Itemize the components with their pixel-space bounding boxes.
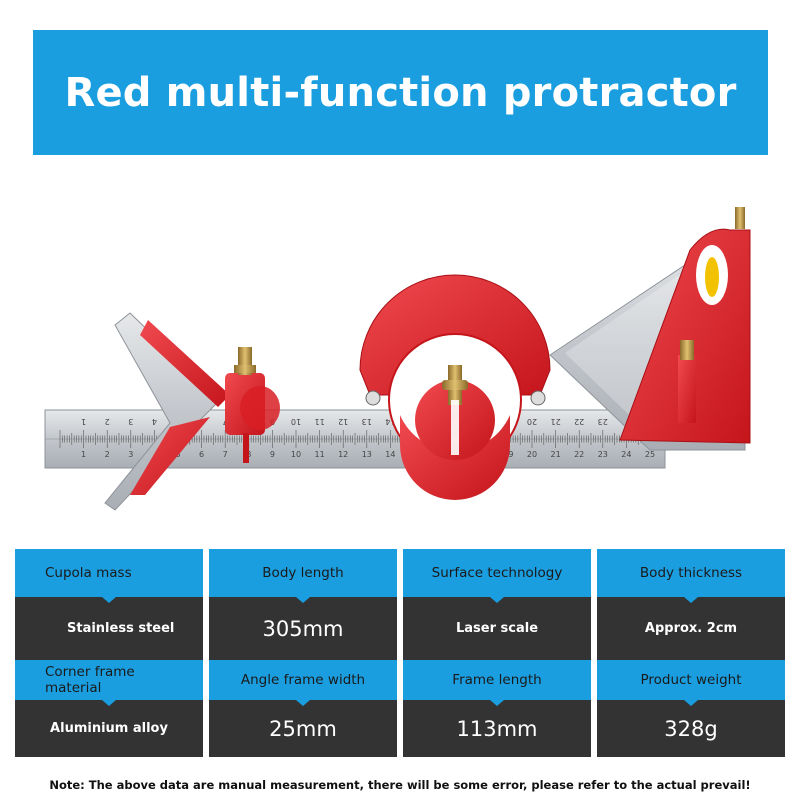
ruler-number: 20: [527, 417, 537, 426]
spec-label: Frame length: [403, 660, 591, 700]
spec-value-text: Approx. 2cm: [644, 621, 738, 636]
spec-value: Approx. 2cm: [597, 597, 785, 660]
spec-label: Surface technology: [403, 549, 591, 597]
spec-value-text: 328g: [664, 716, 718, 741]
ruler-number: 21: [551, 450, 561, 459]
spec-label: Body thickness: [597, 549, 785, 597]
page-title: Red multi-function protractor: [64, 69, 737, 116]
ruler-number: 6: [199, 450, 204, 459]
ruler-number: 14: [385, 417, 395, 426]
spec-value: 328g: [597, 700, 785, 757]
ruler-number: 11: [315, 417, 325, 426]
spec-value-text: Laser scale: [455, 621, 539, 636]
ruler-number: 12: [338, 450, 348, 459]
ruler-number: 10: [291, 450, 301, 459]
ruler-number: 14: [385, 450, 395, 459]
ruler-number: 1: [81, 417, 86, 426]
ruler-number: 13: [362, 417, 372, 426]
spec-value: Aluminium alloy: [15, 700, 203, 757]
spec-label: Body length: [209, 549, 397, 597]
spec-value-text: 305mm: [262, 616, 344, 641]
ruler-number: 2: [105, 417, 110, 426]
ruler-number: 7: [223, 450, 228, 459]
ruler-number: 3: [128, 450, 133, 459]
ruler-number: 12: [338, 417, 348, 426]
spec-value: 25mm: [209, 700, 397, 757]
ruler-number: 3: [128, 417, 133, 426]
ruler-number: 21: [551, 417, 561, 426]
spec-value: 305mm: [209, 597, 397, 660]
ruler-number: 20: [527, 450, 537, 459]
spec-value-text: 25mm: [269, 716, 337, 741]
ruler-number: 1: [81, 450, 86, 459]
spec-value-text: 113mm: [456, 716, 538, 741]
disclaimer-note: Note: The above data are manual measurem…: [49, 778, 751, 792]
ruler-number: 22: [574, 450, 584, 459]
spec-value: Laser scale: [403, 597, 591, 660]
ruler-number: 22: [574, 417, 584, 426]
spec-label: Corner frame material: [15, 660, 203, 700]
ruler-number: 25: [645, 450, 655, 459]
title-banner: Red multi-function protractor: [33, 30, 768, 155]
ruler-number: 24: [621, 450, 631, 459]
square-head: [549, 207, 751, 451]
ruler-number: 9: [270, 450, 275, 459]
product-image: 1234567891011121314151617181920212223242…: [44, 207, 751, 511]
protractor-head: [359, 274, 551, 500]
steel-ruler: 1234567891011121314151617181920212223242…: [44, 409, 666, 469]
ruler-number: 11: [315, 450, 325, 459]
centre-finder-head: [104, 312, 280, 511]
spec-value: Stainless steel: [15, 597, 203, 660]
spec-value-text: Aluminium alloy: [50, 721, 168, 736]
spec-label: Angle frame width: [209, 660, 397, 700]
ruler-number: 10: [291, 417, 301, 426]
ruler-number: 23: [598, 417, 608, 426]
spec-value: 113mm: [403, 700, 591, 757]
ruler-number: 23: [598, 450, 608, 459]
ruler-number: 4: [152, 417, 157, 426]
ruler-number: 13: [362, 450, 372, 459]
spec-label: Cupola mass: [15, 549, 203, 597]
ruler-number: 2: [105, 450, 110, 459]
spec-label: Product weight: [597, 660, 785, 700]
spec-value-text: Stainless steel: [67, 621, 175, 636]
ruler-ticks: [59, 430, 660, 448]
spec-table: Cupola mass Body length Surface technolo…: [15, 549, 785, 757]
